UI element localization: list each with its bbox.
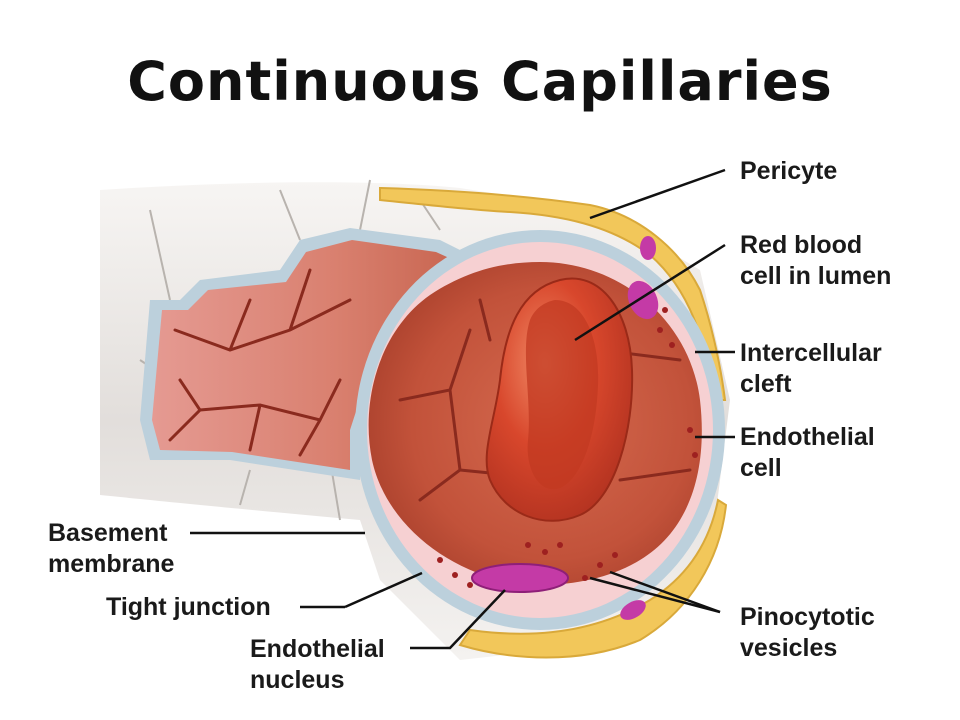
leader-rbc bbox=[574, 243, 726, 342]
label-basement-membrane-line2: membrane bbox=[48, 550, 175, 578]
label-endothelial-cell-line1: Endothelial bbox=[740, 423, 875, 451]
label-pericyte-text: Pericyte bbox=[740, 157, 838, 185]
endothelial-nucleus-shape bbox=[471, 563, 569, 593]
leader-pericyte bbox=[589, 168, 726, 220]
label-red-blood-cell-line2: cell in lumen bbox=[740, 262, 892, 290]
label-endothelial-nucleus-line1: Endothelial bbox=[250, 635, 385, 663]
label-basement-membrane: Basement membrane bbox=[48, 518, 174, 580]
label-intercellular-cleft-line1: Intercellular bbox=[740, 339, 882, 367]
label-endothelial-cell: Endothelial cell bbox=[740, 422, 875, 484]
label-pinocytotic-vesicles-line2: vesicles bbox=[740, 634, 838, 662]
label-pinocytotic-vesicles-line1: Pinocytotic bbox=[740, 603, 875, 631]
label-pinocytotic-vesicles: Pinocytotic vesicles bbox=[740, 602, 875, 664]
label-tight-junction: Tight junction bbox=[106, 592, 271, 623]
page-title: Continuous Capillaries bbox=[127, 50, 833, 113]
pericyte-nucleus-side bbox=[640, 236, 656, 260]
label-endothelial-nucleus-line2: nucleus bbox=[250, 666, 345, 694]
inner-wall-junctions bbox=[168, 268, 352, 457]
pericyte-bottom bbox=[458, 498, 728, 659]
pericyte-nucleus-top bbox=[627, 280, 659, 320]
label-red-blood-cell: Red blood cell in lumen bbox=[740, 230, 891, 292]
label-tight-junction-text: Tight junction bbox=[106, 593, 271, 621]
leader-pinocytotic-b bbox=[609, 570, 721, 614]
leader-tight-junction-diag bbox=[344, 571, 423, 609]
pericyte-nucleus-bottom bbox=[620, 600, 646, 620]
label-endothelial-cell-line2: cell bbox=[740, 454, 782, 482]
leader-pinocytotic-a bbox=[589, 576, 721, 614]
pinocytotic-vesicles-dots bbox=[437, 307, 698, 588]
leader-nucleus bbox=[410, 589, 506, 650]
label-intercellular-cleft-line2: cleft bbox=[740, 370, 792, 398]
label-pericyte: Pericyte bbox=[740, 156, 837, 187]
label-red-blood-cell-line1: Red blood bbox=[740, 231, 863, 259]
label-intercellular-cleft: Intercellular cleft bbox=[740, 338, 882, 400]
label-basement-membrane-line1: Basement bbox=[48, 519, 168, 547]
cut-window-inner bbox=[152, 240, 458, 470]
label-endothelial-nucleus: Endothelial nucleus bbox=[250, 634, 385, 696]
red-blood-cell-dimple bbox=[525, 300, 599, 490]
